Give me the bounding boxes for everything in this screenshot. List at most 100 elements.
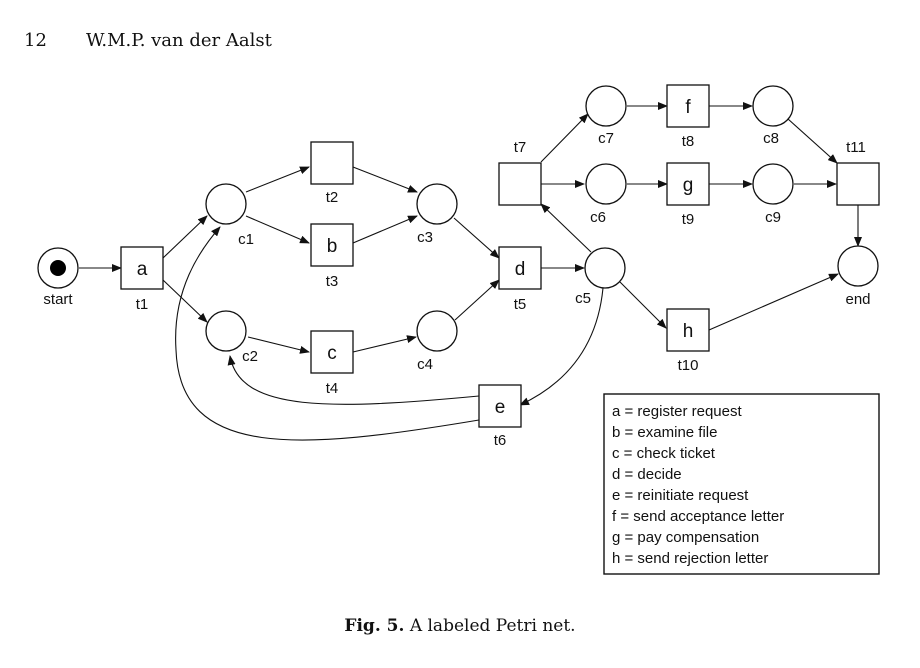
transition-t4-box bbox=[310, 330, 354, 374]
place-c2: c2 bbox=[205, 310, 258, 365]
transition-label-t10: t10 bbox=[678, 357, 699, 374]
author-name: W.M.P. van der Aalst bbox=[86, 30, 272, 51]
place-label-c8: c8 bbox=[763, 130, 779, 147]
transition-text-t8: f bbox=[685, 97, 691, 118]
transition-t5: d t5 bbox=[498, 246, 542, 313]
place-label-c6: c6 bbox=[590, 209, 606, 226]
legend-item: a = register request bbox=[612, 403, 742, 420]
transition-t6-box bbox=[478, 384, 522, 428]
transition-text-t10: h bbox=[683, 321, 694, 342]
transition-label-t2: t2 bbox=[326, 189, 339, 206]
legend-item: e = reinitiate request bbox=[612, 487, 749, 504]
place-c3-circle bbox=[416, 183, 458, 225]
place-label-c1: c1 bbox=[238, 231, 254, 248]
legend-item: d = decide bbox=[612, 466, 682, 483]
transition-t11-box bbox=[836, 162, 880, 206]
transition-t3-box bbox=[310, 223, 354, 267]
places: start c1 c2 c3 c4 c5 c6 c7 bbox=[37, 85, 879, 373]
transition-t8-box bbox=[666, 84, 710, 128]
arc-t10-end bbox=[708, 273, 839, 331]
arc-c5-t6 bbox=[519, 287, 604, 406]
transition-t10-box bbox=[666, 308, 710, 352]
legend-item: c = check ticket bbox=[612, 445, 716, 462]
transition-label-t3: t3 bbox=[326, 273, 339, 290]
transition-t10: h t10 bbox=[666, 308, 710, 374]
arc-t1-c2 bbox=[162, 279, 208, 323]
transition-label-t4: t4 bbox=[326, 380, 339, 397]
place-c5: c5 bbox=[575, 247, 626, 307]
transition-t1-box bbox=[120, 246, 164, 290]
transition-text-t3: b bbox=[327, 236, 338, 257]
arc-t6-c2 bbox=[227, 355, 480, 405]
transition-text-t4: c bbox=[327, 343, 337, 364]
transition-label-t5: t5 bbox=[514, 296, 527, 313]
figure-caption: Fig. 5. A labeled Petri net. bbox=[0, 616, 920, 636]
place-c7: c7 bbox=[585, 85, 627, 147]
transition-t2-box bbox=[310, 141, 354, 185]
arc-c4-t5 bbox=[454, 279, 500, 321]
place-c2-circle bbox=[205, 310, 247, 352]
place-c5-circle bbox=[584, 247, 626, 289]
legend-item: g = pay compensation bbox=[612, 529, 759, 546]
page-header: 12 W.M.P. van der Aalst bbox=[24, 30, 272, 51]
arc-t2-c3 bbox=[352, 166, 418, 193]
transition-label-t7: t7 bbox=[514, 139, 527, 156]
legend-item: f = send acceptance letter bbox=[612, 508, 784, 525]
place-label-c9: c9 bbox=[765, 209, 781, 226]
place-label-start: start bbox=[43, 291, 73, 308]
transition-t8: f t8 bbox=[666, 84, 710, 150]
arc-c8-t11 bbox=[787, 118, 838, 164]
place-c1: c1 bbox=[205, 183, 254, 248]
transition-t11: t11 bbox=[836, 139, 880, 206]
transition-t2: t2 bbox=[310, 141, 354, 206]
transition-label-t8: t8 bbox=[682, 133, 695, 150]
place-label-c2: c2 bbox=[242, 348, 258, 365]
place-end-circle bbox=[837, 245, 879, 287]
transition-t5-box bbox=[498, 246, 542, 290]
transition-t3: b t3 bbox=[310, 223, 354, 290]
transition-label-t11: t11 bbox=[846, 139, 866, 156]
place-label-c4: c4 bbox=[417, 356, 433, 373]
place-end: end bbox=[837, 245, 879, 308]
arc-t3-c3 bbox=[352, 215, 418, 244]
arc-c3-t5 bbox=[453, 217, 500, 259]
arc-c2-t4 bbox=[247, 336, 310, 354]
legend-item: h = send rejection letter bbox=[612, 550, 768, 567]
place-start: start bbox=[37, 247, 79, 308]
place-c6-circle bbox=[585, 163, 627, 205]
transition-t6: e t6 bbox=[478, 384, 522, 449]
legend-item: b = examine file bbox=[612, 424, 717, 441]
petri-net-diagram: start c1 c2 c3 c4 c5 c6 c7 bbox=[37, 84, 880, 575]
place-c6: c6 bbox=[585, 163, 627, 226]
legend: a = register request b = examine file c … bbox=[603, 393, 880, 575]
transition-text-t5: d bbox=[515, 259, 526, 280]
transition-t1: a t1 bbox=[120, 246, 164, 313]
arc-t1-c1 bbox=[162, 215, 208, 259]
place-c7-circle bbox=[585, 85, 627, 127]
place-label-c5: c5 bbox=[575, 290, 591, 307]
transition-text-t1: a bbox=[137, 259, 148, 280]
place-label-end: end bbox=[845, 291, 870, 308]
transition-t7-box bbox=[498, 162, 542, 206]
transition-label-t6: t6 bbox=[494, 432, 507, 449]
transition-t7: t7 bbox=[498, 139, 542, 206]
transition-t9: g t9 bbox=[666, 162, 710, 228]
transition-t9-box bbox=[666, 162, 710, 206]
place-label-c7: c7 bbox=[598, 130, 614, 147]
transition-label-t9: t9 bbox=[682, 211, 695, 228]
legend-box bbox=[603, 393, 880, 575]
caption-text: A labeled Petri net. bbox=[409, 616, 576, 636]
place-c9: c9 bbox=[752, 163, 794, 226]
token-dot bbox=[50, 260, 66, 276]
arc-c5-t10 bbox=[619, 281, 667, 329]
place-label-c3: c3 bbox=[417, 229, 433, 246]
place-c4-circle bbox=[416, 310, 458, 352]
page-number: 12 bbox=[24, 30, 47, 51]
transition-label-t1: t1 bbox=[136, 296, 149, 313]
place-c1-circle bbox=[205, 183, 247, 225]
arc-t4-c4 bbox=[352, 335, 417, 353]
place-c8: c8 bbox=[752, 85, 794, 147]
transition-text-t6: e bbox=[495, 397, 506, 418]
caption-label: Fig. 5. bbox=[344, 616, 405, 636]
arc-t6-c1 bbox=[175, 226, 480, 441]
